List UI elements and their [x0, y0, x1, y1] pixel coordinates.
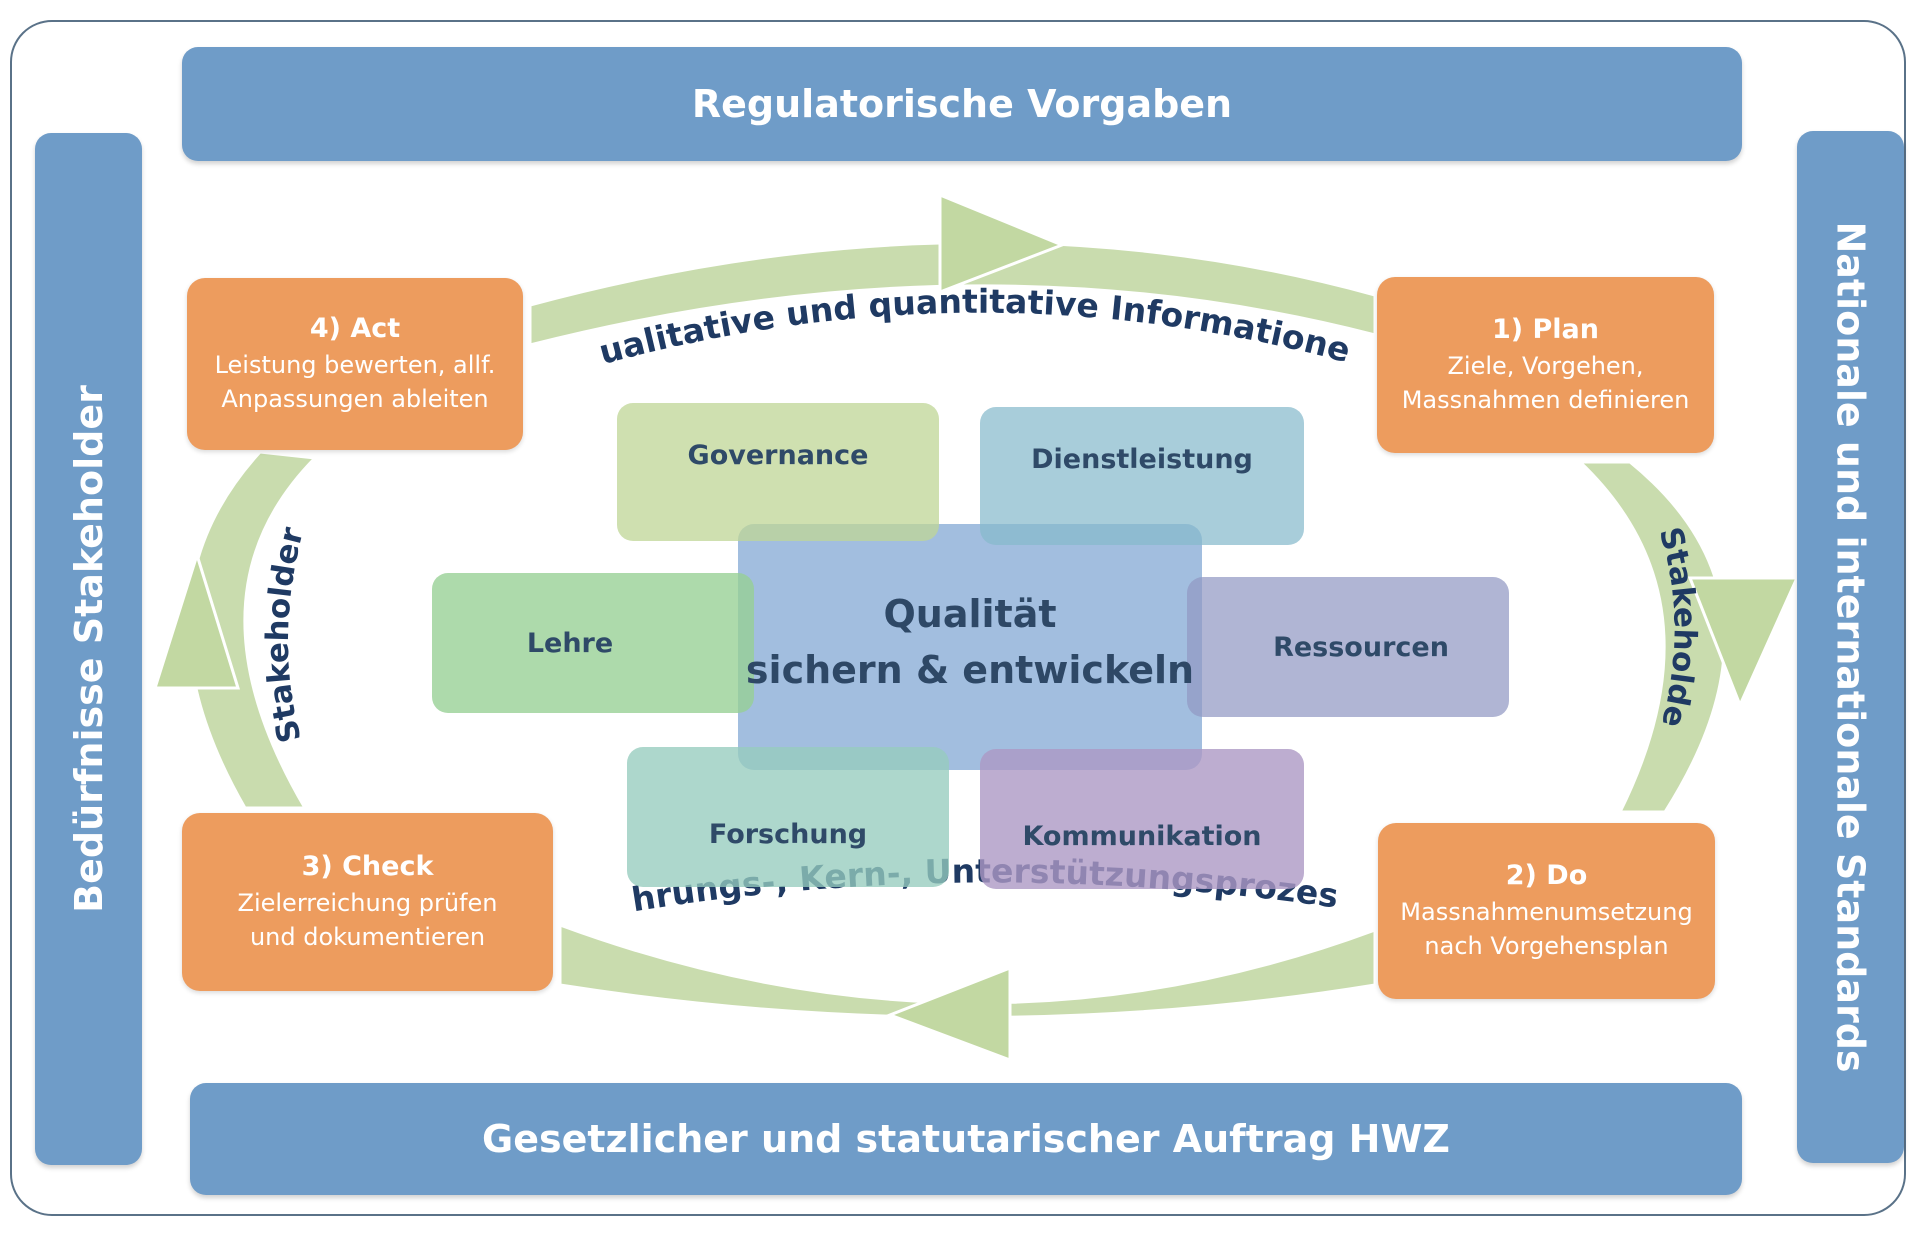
area-kommunikation: Kommunikation	[980, 749, 1304, 889]
step-act-line2: Anpassungen ableiten	[221, 384, 489, 413]
area-kommunikation-label: Kommunikation	[1022, 820, 1262, 852]
step-do: 2) Do Massnahmenumsetzung nach Vorgehens…	[1378, 823, 1715, 999]
step-do-line2: nach Vorgehensplan	[1424, 931, 1669, 960]
area-forschung-label: Forschung	[708, 818, 868, 850]
area-lehre-label: Lehre	[526, 627, 614, 659]
area-dienstleistung: Dienstleistung	[980, 407, 1304, 545]
area-ressourcen-label: Ressourcen	[1273, 631, 1449, 663]
arrow-left-arc	[187, 450, 319, 810]
step-plan-line2: Massnahmen definieren	[1401, 385, 1690, 414]
step-plan: 1) Plan Ziele, Vorgehen, Massnahmen defi…	[1377, 277, 1714, 453]
center-line2: sichern & entwickeln	[745, 648, 1195, 692]
step-act-title: 4) Act	[309, 312, 401, 344]
area-governance-label: Governance	[687, 439, 869, 471]
arrow-bottom-band	[558, 922, 1377, 1019]
arrowhead-top	[938, 192, 1067, 295]
step-check: 3) Check Zielerreichung prüfen und dokum…	[182, 813, 553, 991]
step-do-title: 2) Do	[1505, 859, 1588, 891]
step-act-line1: Leistung bewerten, allf.	[214, 350, 496, 379]
area-governance: Governance	[617, 403, 939, 541]
arrowhead-right	[1687, 576, 1800, 709]
center-quality-text: Qualität sichern & entwickeln	[738, 586, 1202, 698]
arrowhead-bottom	[885, 965, 1012, 1063]
step-plan-title: 1) Plan	[1491, 313, 1599, 345]
arrow-right-arc	[1576, 460, 1727, 814]
arc-label-left: Stakeholder	[260, 523, 311, 746]
band-bottom-label: Gesetzlicher und statutarischer Auftrag …	[482, 1117, 1450, 1161]
outer-frame	[10, 20, 1906, 1216]
band-top-label: Regulatorische Vorgaben	[691, 82, 1233, 126]
band-standards: Nationale und internationale Standards	[1797, 131, 1904, 1163]
arrow-top-band	[528, 240, 1377, 347]
band-regulatorische-vorgaben: Regulatorische Vorgaben	[182, 47, 1742, 161]
area-lehre: Lehre	[432, 573, 754, 713]
center-line1: Qualität	[883, 592, 1057, 636]
band-gesetzlicher-auftrag: Gesetzlicher und statutarischer Auftrag …	[190, 1083, 1742, 1195]
step-check-line1: Zielerreichung prüfen	[237, 888, 498, 917]
arrowhead-left	[152, 549, 241, 690]
center-quality-box	[738, 524, 1202, 770]
step-check-title: 3) Check	[301, 850, 434, 882]
area-dienstleistung-label: Dienstleistung	[1031, 443, 1253, 475]
area-ressourcen: Ressourcen	[1187, 577, 1509, 717]
step-plan-line1: Ziele, Vorgehen,	[1447, 351, 1644, 380]
band-left-label: Bedürfnisse Stakeholder	[66, 385, 111, 913]
step-act: 4) Act Leistung bewerten, allf. Anpassun…	[187, 278, 523, 450]
step-check-line2: und dokumentieren	[249, 922, 486, 951]
band-beduerfnisse-stakeholder: Bedürfnisse Stakeholder	[35, 133, 142, 1165]
area-forschung: Forschung	[627, 747, 949, 887]
step-do-line1: Massnahmenumsetzung	[1400, 897, 1693, 926]
band-right-label: Nationale und internationale Standards	[1828, 221, 1873, 1073]
